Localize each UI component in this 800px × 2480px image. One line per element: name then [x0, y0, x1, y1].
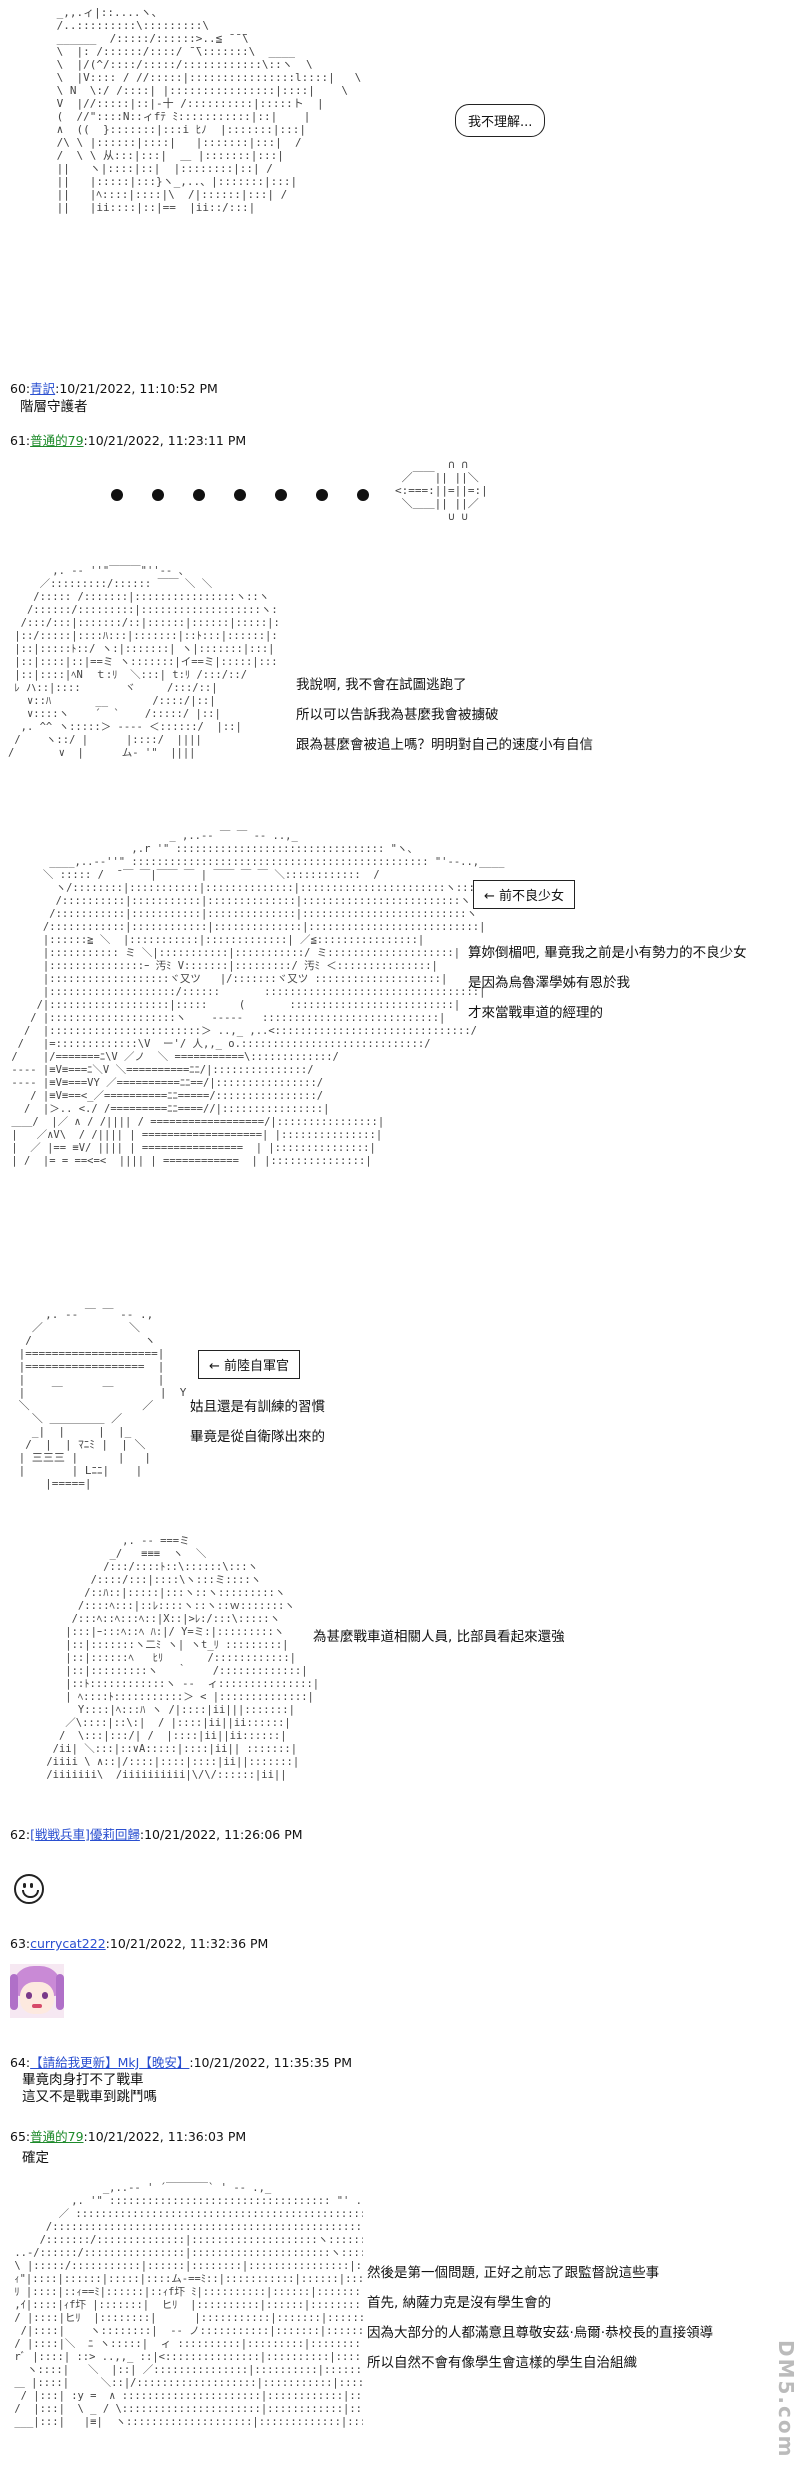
post-author-link-b[interactable]: MkJ	[117, 2055, 140, 2070]
post-author-link-a[interactable]: 【請給我更新】	[30, 2055, 118, 2070]
post-author-link[interactable]: 青訳	[30, 381, 56, 396]
label-former-delinquent: ← 前不良少女	[473, 880, 576, 909]
post-author-link-c[interactable]: 【晚安】	[139, 2055, 190, 2070]
post-header-61: 61:普通的79:10/21/2022, 11:23:11 PM	[10, 430, 246, 449]
ascii-art-character-4: ,. -‐ ￣ ￣ ‐- ., ／ ＼ / ヽ |===============…	[18, 1308, 187, 1490]
speech-bubble-1: 我不理解...	[455, 104, 546, 137]
post-body-65: 確定	[22, 2150, 49, 2166]
post-number: 65:	[10, 2129, 31, 2144]
post-body-64: 畢竟肉身打不了戰車 這又不是戰車到跳鬥嗎	[22, 2072, 157, 2105]
ascii-art-character-2: ,. -‐ ''"￣￣￣"''‐- 、 ／:::::::::/:::::: ￣￣…	[8, 565, 278, 759]
watermark-logo: DM5.com	[774, 2340, 798, 2459]
dot	[193, 489, 205, 501]
smiley-face-icon	[14, 1874, 44, 1904]
dot	[357, 489, 369, 501]
panel2-text: 我說啊, 我不會在試圖逃跑了 所以可以告訴我為甚麼我會被擄破 跟為甚麼會被追上嗎…	[296, 677, 593, 753]
ascii-art-character-1: _,,.ィ|::....ヽ、 /..:::::::::\:::::::::\ _…	[56, 6, 362, 216]
ascii-art-character-6: _,..-‐ ' ´￣￣￣￣` ' ‐- .,_ ,. '" :::::::::…	[14, 2182, 363, 2428]
post-body-60: 階層守護者	[20, 399, 88, 415]
anime-avatar-icon	[10, 1964, 64, 2018]
ascii-art-character-3: _ ,..-‐ ￣ ￣ ‐- ..,_ ,.r '" :::::::::::::…	[11, 830, 505, 1167]
panel5-text: 為甚麼戰車道相關人員, 比部員看起來還強	[313, 1629, 565, 1645]
post-timestamp: :10/21/2022, 11:35:35 PM	[189, 2055, 353, 2070]
ascii-art-character-5: ,. ‐- ===ミ _/ ≡≡≡ ヽ ＼ /:::/::::ﾄ::\:::::…	[46, 1535, 320, 1781]
post-number: 62:	[10, 1827, 31, 1842]
post-header-65: 65:普通的79:10/21/2022, 11:36:03 PM	[10, 2126, 246, 2145]
post-number: 61:	[10, 433, 31, 448]
dot	[152, 489, 164, 501]
post-number: 64:	[10, 2055, 31, 2070]
ascii-sword-icon: ∩ ∩ ／￣￣|| ||＼ <:===:||=||=:| ＼＿＿|| ||／ ∪…	[395, 458, 488, 523]
panel6-text: 然後是第一個問題, 正好之前忘了跟監督說這些事 首先, 納薩力克是沒有學生會的 …	[367, 2265, 714, 2371]
post-timestamp: :10/21/2022, 11:23:11 PM	[83, 433, 247, 448]
post-author-link[interactable]: 普通的79	[30, 2129, 84, 2144]
post-author-link[interactable]: currycat222	[30, 1936, 106, 1951]
post-timestamp: :10/21/2022, 11:26:06 PM	[139, 1827, 303, 1842]
post-timestamp: :10/21/2022, 11:36:03 PM	[83, 2129, 247, 2144]
dot	[316, 489, 328, 501]
post-timestamp: :10/21/2022, 11:10:52 PM	[55, 381, 218, 396]
post-header-60: 60:青訳:10/21/2022, 11:10:52 PM	[10, 378, 218, 397]
post-header-63: 63:currycat222:10/21/2022, 11:32:36 PM	[10, 1936, 268, 1951]
post-author-link[interactable]: [戦戦兵車]優莉回歸	[30, 1827, 140, 1842]
post-author-link[interactable]: 普通的79	[30, 433, 84, 448]
post-number: 60:	[10, 381, 31, 396]
label-former-officer: ← 前陸自軍官	[198, 1350, 301, 1379]
post-header-62: 62:[戦戦兵車]優莉回歸:10/21/2022, 11:26:06 PM	[10, 1824, 303, 1843]
post-header-64: 64:【請給我更新】MkJ【晚安】:10/21/2022, 11:35:35 P…	[10, 2052, 352, 2071]
dot	[111, 489, 123, 501]
dot	[275, 489, 287, 501]
post-timestamp: :10/21/2022, 11:32:36 PM	[105, 1936, 269, 1951]
post-number: 63:	[10, 1936, 31, 1951]
panel4-text: 姑且還是有訓練的習慣 畢竟是從自衛隊出來的	[190, 1399, 325, 1445]
panel3-text: 算妳倒楣吧, 畢竟我之前是小有勢力的不良少女 是因為烏魯澤學姊有恩於我 才來當戰…	[468, 945, 747, 1021]
dot	[234, 489, 246, 501]
